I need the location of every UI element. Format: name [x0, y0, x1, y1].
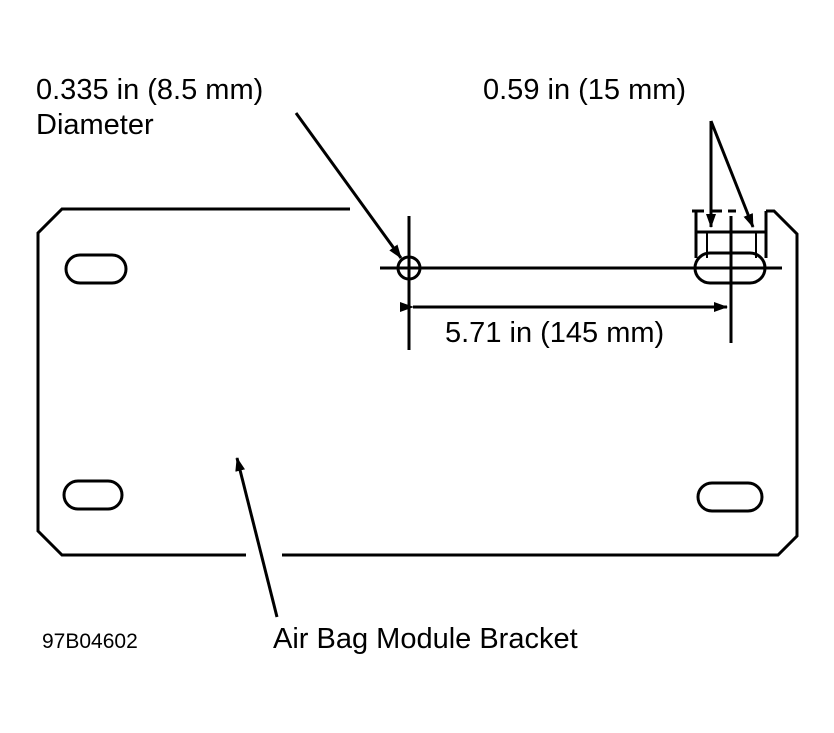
slot-bottom-left	[62, 479, 124, 511]
slot-bottom-right	[696, 481, 764, 513]
hole-leader-arrow	[294, 112, 403, 259]
bracket-outline	[36, 207, 799, 557]
slot-width-label: 0.59 in (15 mm)	[483, 74, 686, 106]
part-name-label: Air Bag Module Bracket	[273, 623, 578, 655]
slot-top-left	[64, 253, 128, 285]
hole-diameter-label-line2: Diameter	[36, 109, 154, 141]
hole-diameter-label: 0.335 in (8.5 mm)	[36, 74, 263, 106]
hole-spacing-label: 5.71 in (145 mm)	[445, 317, 664, 349]
figure-code: 97B04602	[42, 630, 138, 653]
slot-leader-arrow-right	[709, 120, 755, 228]
bracket-leader-arrow	[235, 457, 279, 618]
